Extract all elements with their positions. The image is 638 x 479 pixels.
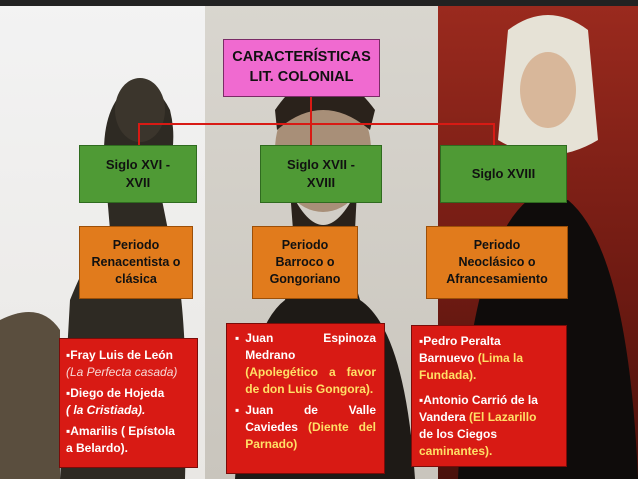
period-left-line1: Periodo bbox=[112, 238, 160, 253]
works-right-item2-author: Antonio Carrió de la Vandera bbox=[419, 393, 538, 425]
works-right-item2: ▪Antonio Carrió de la Vandera (El Lazari… bbox=[419, 393, 538, 459]
century-box-right: Siglo XVIII bbox=[440, 145, 567, 203]
century-box-center: Siglo XVII - XVIII bbox=[260, 145, 382, 203]
works-left-item2-author: Diego de Hojeda bbox=[70, 386, 165, 401]
period-center-line2: Barroco o bbox=[275, 255, 335, 270]
works-left-item1-author: Fray Luis de León bbox=[70, 348, 173, 362]
works-box-right: ▪Pedro Peralta Barnuevo (Lima la Fundada… bbox=[411, 325, 567, 467]
works-center-item2-work: (Diente del Parnado) bbox=[245, 420, 376, 452]
works-left-item2-work: ( la Cristiada). bbox=[66, 403, 146, 418]
works-right-item1-author: Pedro Peralta Barnuevo bbox=[419, 334, 501, 366]
period-center-line3: Gongoriano bbox=[269, 271, 341, 286]
century-left-line2: XVII bbox=[125, 175, 151, 190]
period-left-line2: Renacentista o bbox=[91, 255, 181, 270]
works-left-item1-work: (La Perfecta casada) bbox=[66, 365, 178, 380]
century-right-line1: Siglo XVIII bbox=[471, 166, 536, 182]
works-center-item2: ▪Juan de Valle Caviedes (Diente del Parn… bbox=[235, 403, 376, 452]
works-right-item1: ▪Pedro Peralta Barnuevo (Lima la Fundada… bbox=[419, 334, 524, 383]
works-left-item3-work: a Belardo). bbox=[66, 441, 129, 456]
works-center-item2-author: Juan de Valle Caviedes bbox=[245, 403, 376, 435]
period-center-line1: Periodo bbox=[281, 238, 329, 253]
works-right-item2-work-end: caminantes). bbox=[419, 444, 493, 459]
century-center-line1: Siglo XVII - bbox=[287, 157, 355, 173]
works-center-item1-author: Juan Espinoza Medrano bbox=[245, 331, 376, 363]
works-right-item2-work-cont: de los Ciegos bbox=[419, 427, 498, 442]
works-left-item3-author: Amarilis ( Epístola bbox=[70, 424, 175, 439]
works-box-center: ▪Juan Espinoza Medrano(Apolegético a fav… bbox=[226, 323, 385, 474]
works-center-item1: ▪Juan Espinoza Medrano(Apolegético a fav… bbox=[235, 331, 376, 397]
title-box: CARACTERÍSTICAS LIT. COLONIAL bbox=[223, 39, 380, 97]
period-left-line3: clásica bbox=[115, 271, 157, 286]
connector-center-vertical bbox=[310, 96, 312, 145]
century-box-left: Siglo XVI - XVII bbox=[79, 145, 197, 203]
works-right-item2-work: (El Lazarillo bbox=[469, 410, 537, 425]
period-right-line1: Periodo bbox=[473, 238, 521, 253]
works-center-item1-work: (Apolegético a favor de don Luis Gongora… bbox=[245, 365, 376, 397]
period-right-line2: Neoclásico o bbox=[458, 255, 536, 270]
works-left-item2: ▪Diego de Hojeda( la Cristiada). bbox=[66, 386, 165, 418]
works-left-item1: ▪Fray Luis de León(La Perfecta casada) bbox=[66, 348, 178, 380]
works-right-item1-work: (Lima la Fundada). bbox=[419, 351, 524, 383]
title-line1: CARACTERÍSTICAS bbox=[232, 49, 371, 66]
connector-top-horizontal bbox=[138, 123, 495, 125]
top-dark-bar bbox=[0, 0, 638, 6]
century-left-line1: Siglo XVI - bbox=[105, 157, 171, 173]
period-box-left: Periodo Renacentista o clásica bbox=[79, 226, 193, 299]
period-box-right: Periodo Neoclásico o Afrancesamiento bbox=[426, 226, 568, 299]
connector-left-vertical bbox=[138, 123, 140, 145]
connector-right-vertical bbox=[493, 123, 495, 145]
century-center-line2: XVIII bbox=[306, 175, 336, 190]
period-box-center: Periodo Barroco o Gongoriano bbox=[252, 226, 358, 299]
title-line2: LIT. COLONIAL bbox=[249, 69, 354, 85]
works-box-left: ▪Fray Luis de León(La Perfecta casada) ▪… bbox=[59, 338, 198, 468]
period-right-line3: Afrancesamiento bbox=[446, 271, 548, 286]
